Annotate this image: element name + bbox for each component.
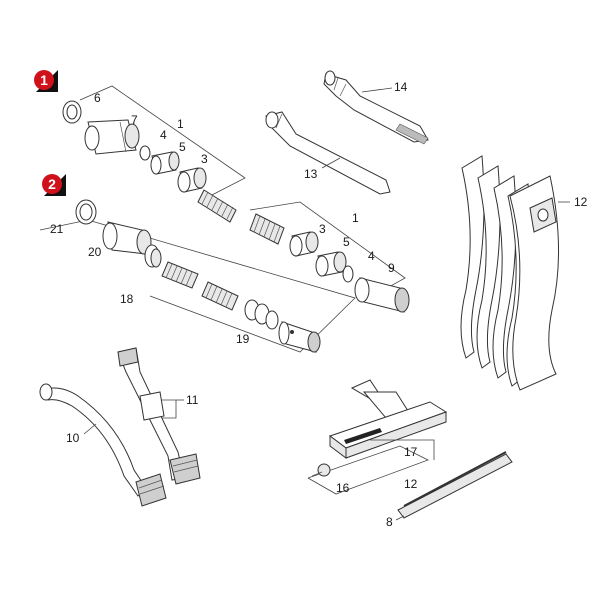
label-3-mid: 3 [319, 222, 326, 236]
label-4-top: 4 [160, 128, 167, 142]
coupling-part-3 [177, 167, 207, 193]
filter-bags-part-12 [460, 155, 570, 391]
seal-part-4-right [342, 265, 354, 283]
label-10: 10 [66, 431, 80, 445]
label-18: 18 [120, 292, 134, 306]
group-1-assembly: 6 7 1 4 5 3 [62, 85, 246, 223]
label-4-mid: 4 [368, 249, 375, 263]
label-5-mid: 5 [343, 235, 350, 249]
label-19: 19 [236, 332, 250, 346]
label-13: 13 [304, 167, 318, 181]
label-1-mid: 1 [352, 211, 359, 225]
ring-part-21 [75, 199, 97, 225]
floor-nozzle-part-12 [307, 379, 448, 495]
hose-section-group-1 [197, 189, 237, 223]
label-8: 8 [386, 515, 393, 529]
crevice-nozzle-part-13 [265, 111, 391, 195]
strip-part-8 [395, 451, 513, 521]
label-14: 14 [394, 80, 408, 94]
label-7: 7 [131, 113, 138, 127]
label-5-top: 5 [179, 140, 186, 154]
coupling-part-5-right [315, 251, 347, 277]
end-fitting-group-2 [278, 321, 321, 353]
adapter-part-7 [84, 119, 140, 155]
ring-part-6 [62, 100, 82, 124]
hose-bend-part-10 [39, 383, 167, 507]
badge-2-number: 2 [48, 176, 56, 192]
group-2-assembly: 21 20 18 19 1 3 5 4 9 [39, 199, 410, 353]
label-17: 17 [404, 445, 418, 459]
hose-section-a [161, 261, 199, 289]
label-12-bags: 12 [574, 195, 588, 209]
badge-1-number: 1 [40, 72, 48, 88]
extension-tube-part-11 [117, 347, 201, 485]
coupling-part-5 [150, 151, 180, 175]
label-20: 20 [88, 245, 102, 259]
group-2-right-bracket [249, 201, 406, 293]
coupling-part-group-2 [144, 244, 162, 268]
label-12-nozzle: 12 [404, 477, 418, 491]
adapter-part-9 [354, 277, 410, 313]
group-2-badge: 2 [42, 174, 66, 196]
label-16: 16 [336, 481, 350, 495]
label-9: 9 [388, 261, 395, 275]
group-1-bracket [79, 85, 246, 197]
label-3-top: 3 [201, 152, 208, 166]
label-1-top: 1 [177, 117, 184, 131]
group-1-badge: 1 [34, 70, 58, 92]
hose-section-b [201, 281, 239, 311]
adapter-part-20 [102, 221, 152, 255]
label-11: 11 [186, 393, 199, 407]
label-6: 6 [94, 91, 101, 105]
label-21: 21 [50, 222, 64, 236]
brush-nozzle-part-14 [323, 70, 429, 145]
coupling-part-3-right [289, 231, 319, 257]
seal-part-4 [139, 145, 151, 161]
ring-part-19 [244, 299, 279, 330]
hose-section-c [249, 213, 285, 245]
group-2-bracket [39, 219, 356, 353]
